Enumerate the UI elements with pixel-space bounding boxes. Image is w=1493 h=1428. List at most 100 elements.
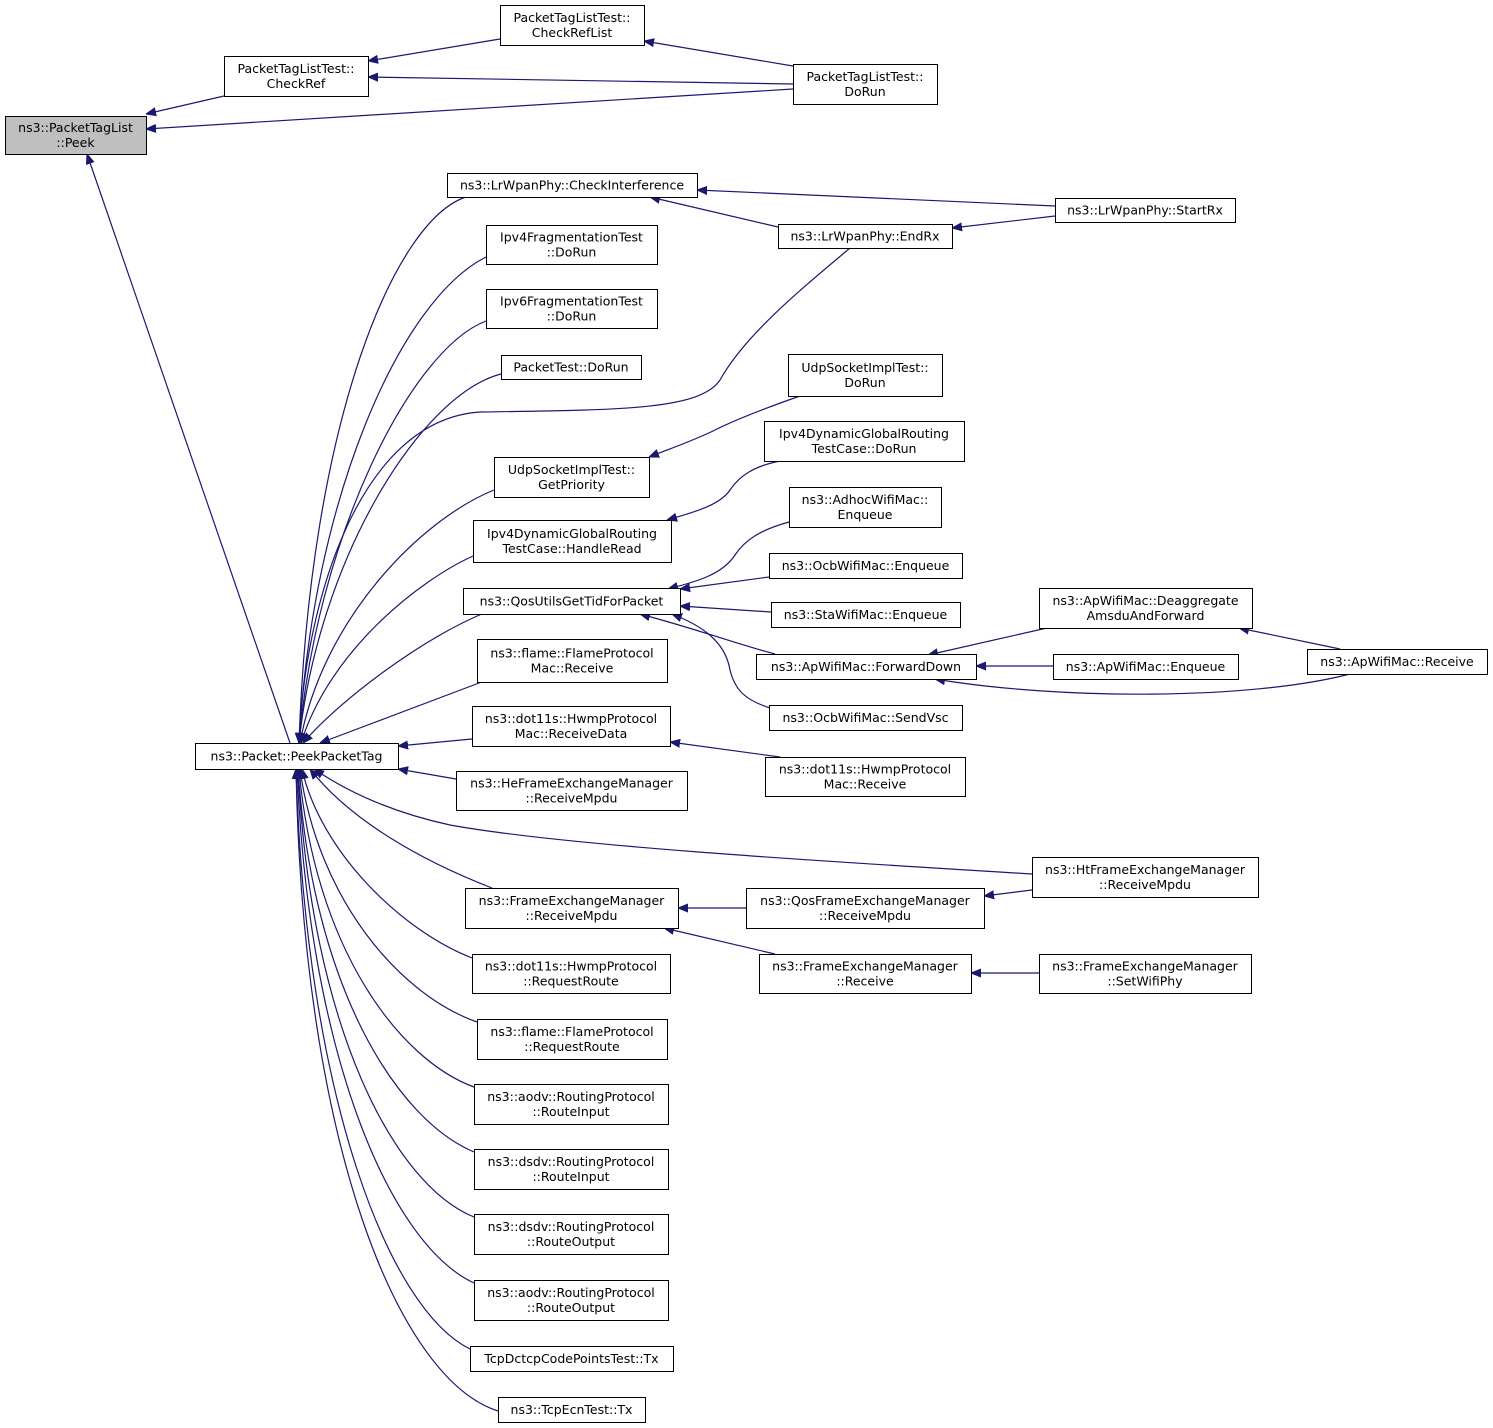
- node-qosfem-receivempdu[interactable]: ns3::QosFrameExchangeManager::ReceiveMpd…: [746, 888, 985, 929]
- node-peekpackettag[interactable]: ns3::Packet::PeekPacketTag: [195, 743, 399, 770]
- node-box: [793, 64, 938, 105]
- node-box: [447, 173, 698, 198]
- edge-ipv4dyn-dorun-to-ipv4dyn-handleread: [667, 460, 781, 520]
- node-box: [1032, 857, 1259, 898]
- edge-startrx-to-endrx: [952, 215, 1056, 228]
- node-ipv4dyn-handleread[interactable]: Ipv4DynamicGlobalRoutingTestCase::Handle…: [473, 520, 672, 563]
- node-udp-dorun[interactable]: UdpSocketImplTest::DoRun: [788, 354, 943, 397]
- node-label-line: ::RouteInput: [532, 1169, 609, 1184]
- edge-ocb-sendvsc-to-qosutils: [672, 614, 771, 709]
- node-fem-receive[interactable]: ns3::FrameExchangeManager::Receive: [759, 954, 972, 994]
- node-label-line: ns3::Packet::PeekPacketTag: [211, 749, 383, 764]
- node-udp-getpriority[interactable]: UdpSocketImplTest::GetPriority: [494, 457, 650, 498]
- node-ht-receivempdu[interactable]: ns3::HtFrameExchangeManager::ReceiveMpdu: [1032, 857, 1259, 898]
- node-ap-forwarddown[interactable]: ns3::ApWifiMac::ForwardDown: [756, 654, 977, 680]
- node-box: [765, 757, 966, 797]
- node-label-line: ns3::OcbWifiMac::SendVsc: [782, 710, 948, 725]
- node-label-line: TestCase::DoRun: [811, 441, 917, 456]
- node-label-line: ::RequestRoute: [524, 1039, 620, 1054]
- node-adhoc-enqueue[interactable]: ns3::AdhocWifiMac::Enqueue: [789, 487, 942, 528]
- node-box: [759, 954, 972, 994]
- node-label-line: ::Peek: [56, 135, 95, 150]
- node-label-line: Mac::ReceiveData: [515, 726, 628, 741]
- node-tcpecn-tx[interactable]: ns3::TcpEcnTest::Tx: [498, 1397, 646, 1423]
- edge-hwmp-requestroute-to-peekpackettag: [302, 769, 473, 959]
- edge-checkinterference-to-peekpackettag: [299, 196, 467, 743]
- node-ap-enqueue[interactable]: ns3::ApWifiMac::Enqueue: [1053, 654, 1239, 680]
- edge-startrx-to-checkinterference: [697, 190, 1056, 207]
- edge-hwmp-receivedata-to-peekpackettag: [398, 738, 473, 746]
- node-label-line: ns3::flame::FlameProtocol: [490, 1024, 653, 1039]
- nodes-layer: ns3::PacketTagList::Peek PacketTagListTes…: [5, 5, 1488, 1423]
- node-box: [498, 1397, 646, 1423]
- node-box: [1053, 654, 1239, 680]
- node-label-line: UdpSocketImplTest::: [508, 462, 635, 477]
- node-sta-enqueue[interactable]: ns3::StaWifiMac::Enqueue: [771, 602, 961, 628]
- node-tcpdctcp-tx[interactable]: TcpDctcpCodePointsTest::Tx: [470, 1346, 674, 1372]
- node-label-line: Ipv4DynamicGlobalRouting: [779, 426, 949, 441]
- node-label-line: ns3::ApWifiMac::Receive: [1320, 654, 1474, 669]
- node-ipv4frag[interactable]: Ipv4FragmentationTest::DoRun: [486, 225, 658, 265]
- edge-tcpdctcp-tx-to-peekpackettag: [296, 769, 471, 1350]
- node-ptl-dorun[interactable]: PacketTagListTest::DoRun: [793, 64, 938, 105]
- node-label-line: PacketTagListTest::: [807, 69, 924, 84]
- edge-fem-receivempdu-to-peekpackettag: [310, 769, 493, 889]
- node-aodv-routeoutput[interactable]: ns3::aodv::RoutingProtocol::RouteOutput: [474, 1280, 669, 1321]
- node-box: [5, 116, 147, 155]
- node-ap-deaggregate[interactable]: ns3::ApWifiMac::DeaggregateAmsduAndForwa…: [1039, 588, 1253, 629]
- edge-ptl-dorun-to-peek: [146, 88, 794, 129]
- node-packettest[interactable]: PacketTest::DoRun: [501, 355, 642, 380]
- edge-ipv4dyn-handleread-to-peekpackettag: [301, 555, 474, 743]
- node-ocb-enqueue[interactable]: ns3::OcbWifiMac::Enqueue: [769, 553, 963, 579]
- edge-ap-forwarddown-to-qosutils: [640, 614, 776, 655]
- node-label-line: ns3::LrWpanPhy::CheckInterference: [460, 178, 684, 193]
- node-box: [769, 705, 963, 731]
- node-aodv-routeinput[interactable]: ns3::aodv::RoutingProtocol::RouteInput: [474, 1084, 669, 1125]
- node-label-line: PacketTagListTest::: [514, 10, 631, 25]
- node-hwmp-requestroute[interactable]: ns3::dot11s::HwmpProtocol::RequestRoute: [472, 954, 671, 994]
- node-checkref[interactable]: PacketTagListTest::CheckRef: [224, 56, 369, 97]
- node-flame-requestroute[interactable]: ns3::flame::FlameProtocol::RequestRoute: [477, 1019, 668, 1060]
- node-startrx[interactable]: ns3::LrWpanPhy::StartRx: [1055, 198, 1236, 223]
- edge-checkreflist-to-checkref: [368, 38, 501, 61]
- node-label-line: ns3::dsdv::RoutingProtocol: [488, 1154, 655, 1169]
- edge-endrx-to-checkinterference: [650, 197, 779, 228]
- node-label-line: ::Receive: [836, 974, 894, 989]
- node-box: [224, 56, 369, 97]
- node-label-line: UdpSocketImplTest::: [801, 360, 928, 375]
- edge-ptl-dorun-to-checkreflist: [644, 41, 794, 67]
- node-label-line: ns3::PacketTagList: [18, 120, 133, 135]
- edge-aodv-routeoutput-to-peekpackettag: [297, 769, 475, 1284]
- node-ocb-sendvsc[interactable]: ns3::OcbWifiMac::SendVsc: [769, 705, 963, 731]
- node-qosutils[interactable]: ns3::QosUtilsGetTidForPacket: [463, 588, 681, 615]
- node-ap-receive[interactable]: ns3::ApWifiMac::Receive: [1307, 649, 1488, 675]
- node-label-line: ns3::ApWifiMac::Enqueue: [1066, 659, 1226, 674]
- node-dsdv-routeinput[interactable]: ns3::dsdv::RoutingProtocol::RouteInput: [474, 1149, 669, 1190]
- node-ipv6frag[interactable]: Ipv6FragmentationTest::DoRun: [486, 289, 658, 329]
- node-label-line: ns3::AdhocWifiMac::: [802, 492, 929, 507]
- node-dsdv-routeoutput[interactable]: ns3::dsdv::RoutingProtocol::RouteOutput: [474, 1214, 669, 1255]
- node-label-line: TcpDctcpCodePointsTest::Tx: [483, 1351, 658, 1366]
- edge-ht-receivempdu-to-peekpackettag: [314, 769, 1033, 875]
- node-peek[interactable]: ns3::PacketTagList::Peek: [5, 116, 147, 155]
- edge-udp-dorun-to-udp-getpriority: [649, 395, 801, 457]
- node-fem-setwifiphy[interactable]: ns3::FrameExchangeManager::SetWifiPhy: [1039, 954, 1252, 994]
- node-box: [474, 1149, 669, 1190]
- node-he-receivempdu[interactable]: ns3::HeFrameExchangeManager::ReceiveMpdu: [456, 771, 688, 811]
- node-endrx[interactable]: ns3::LrWpanPhy::EndRx: [778, 224, 953, 249]
- node-hwmp-receivedata[interactable]: ns3::dot11s::HwmpProtocolMac::ReceiveDat…: [472, 706, 671, 747]
- node-label-line: ns3::ApWifiMac::ForwardDown: [771, 659, 961, 674]
- edge-hwmp-receive-to-hwmp-receivedata: [670, 742, 781, 758]
- node-checkinterference[interactable]: ns3::LrWpanPhy::CheckInterference: [447, 173, 698, 198]
- node-label-line: ns3::dot11s::HwmpProtocol: [485, 711, 657, 726]
- edge-ipv4frag-to-peekpackettag: [299, 256, 487, 743]
- node-checkreflist[interactable]: PacketTagListTest::CheckRefList: [500, 5, 645, 46]
- node-fem-receivempdu[interactable]: ns3::FrameExchangeManager::ReceiveMpdu: [465, 888, 679, 929]
- node-label-line: ::RouteOutput: [527, 1234, 615, 1249]
- node-label-line: ns3::TcpEcnTest::Tx: [511, 1402, 633, 1417]
- node-label-line: PacketTagListTest::: [238, 61, 355, 76]
